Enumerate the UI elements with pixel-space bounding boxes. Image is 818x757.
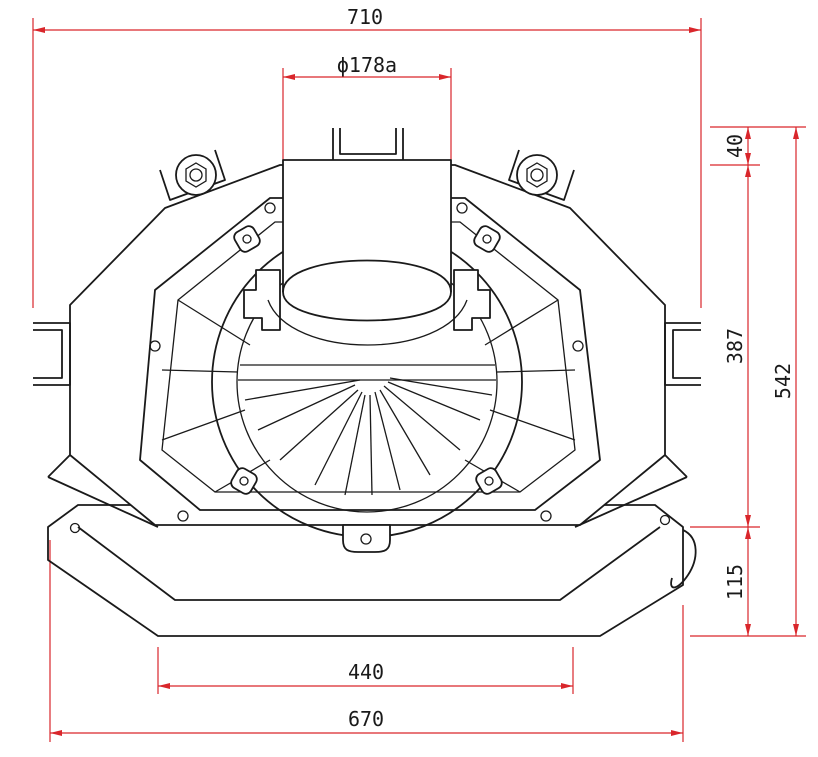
left-side-bracket (33, 322, 71, 386)
dim-duct-diameter (282, 68, 452, 160)
drum-clips (230, 225, 503, 495)
label-overall-width-top: 710 (347, 5, 383, 29)
dimension-labels: 710 ϕ178a 40 387 542 115 440 670 (337, 5, 795, 731)
frame-hole-2-icon (456, 202, 468, 214)
top-u-bracket (332, 128, 404, 160)
label-base-inner-width: 440 (348, 660, 384, 684)
dim-overall-height (793, 127, 799, 636)
label-body-height: 387 (723, 328, 747, 364)
label-duct-diameter: ϕ178a (337, 53, 397, 77)
duct-front-curve (282, 259, 452, 293)
frame-hole-6-icon (540, 510, 552, 522)
hanger-hole-icon (360, 533, 372, 545)
dim-base-overall-width (49, 540, 684, 742)
right-side-bracket (664, 322, 701, 386)
cable-loop (670, 529, 697, 589)
label-overall-height: 542 (771, 363, 795, 399)
dim-overall-width-top (32, 18, 702, 308)
radial-struts (161, 299, 576, 493)
label-base-overall-width: 670 (348, 707, 384, 731)
bottom-hanger-tab (342, 524, 391, 553)
right-bolt-icon (508, 149, 575, 201)
frame-hole-3-icon (149, 340, 161, 352)
dim-base-height (745, 527, 751, 636)
dimension-lines (32, 18, 806, 742)
lamp-holder-left (243, 269, 281, 331)
lamp-holder-right (453, 269, 491, 331)
frame-hole-4-icon (572, 340, 584, 352)
left-bolt-icon (159, 149, 226, 201)
dim-body-height (745, 165, 751, 527)
label-top-bracket-height: 40 (723, 134, 747, 158)
frame-hole-5-icon (177, 510, 189, 522)
dim-base-inner-width (157, 647, 574, 694)
duct-bottom-rim (267, 299, 468, 346)
duct-body (282, 159, 452, 322)
dim-top-bracket-height (745, 127, 751, 165)
main-housing-lower-lip (47, 454, 688, 528)
frame-hole-1-icon (264, 202, 276, 214)
base-hole-right-icon (659, 514, 671, 526)
base-hole-left-icon (69, 522, 81, 534)
heat-sink-fins (238, 364, 496, 496)
fixture-outline (33, 128, 701, 637)
label-base-height: 115 (723, 564, 747, 600)
base-plate-inner (77, 526, 661, 601)
